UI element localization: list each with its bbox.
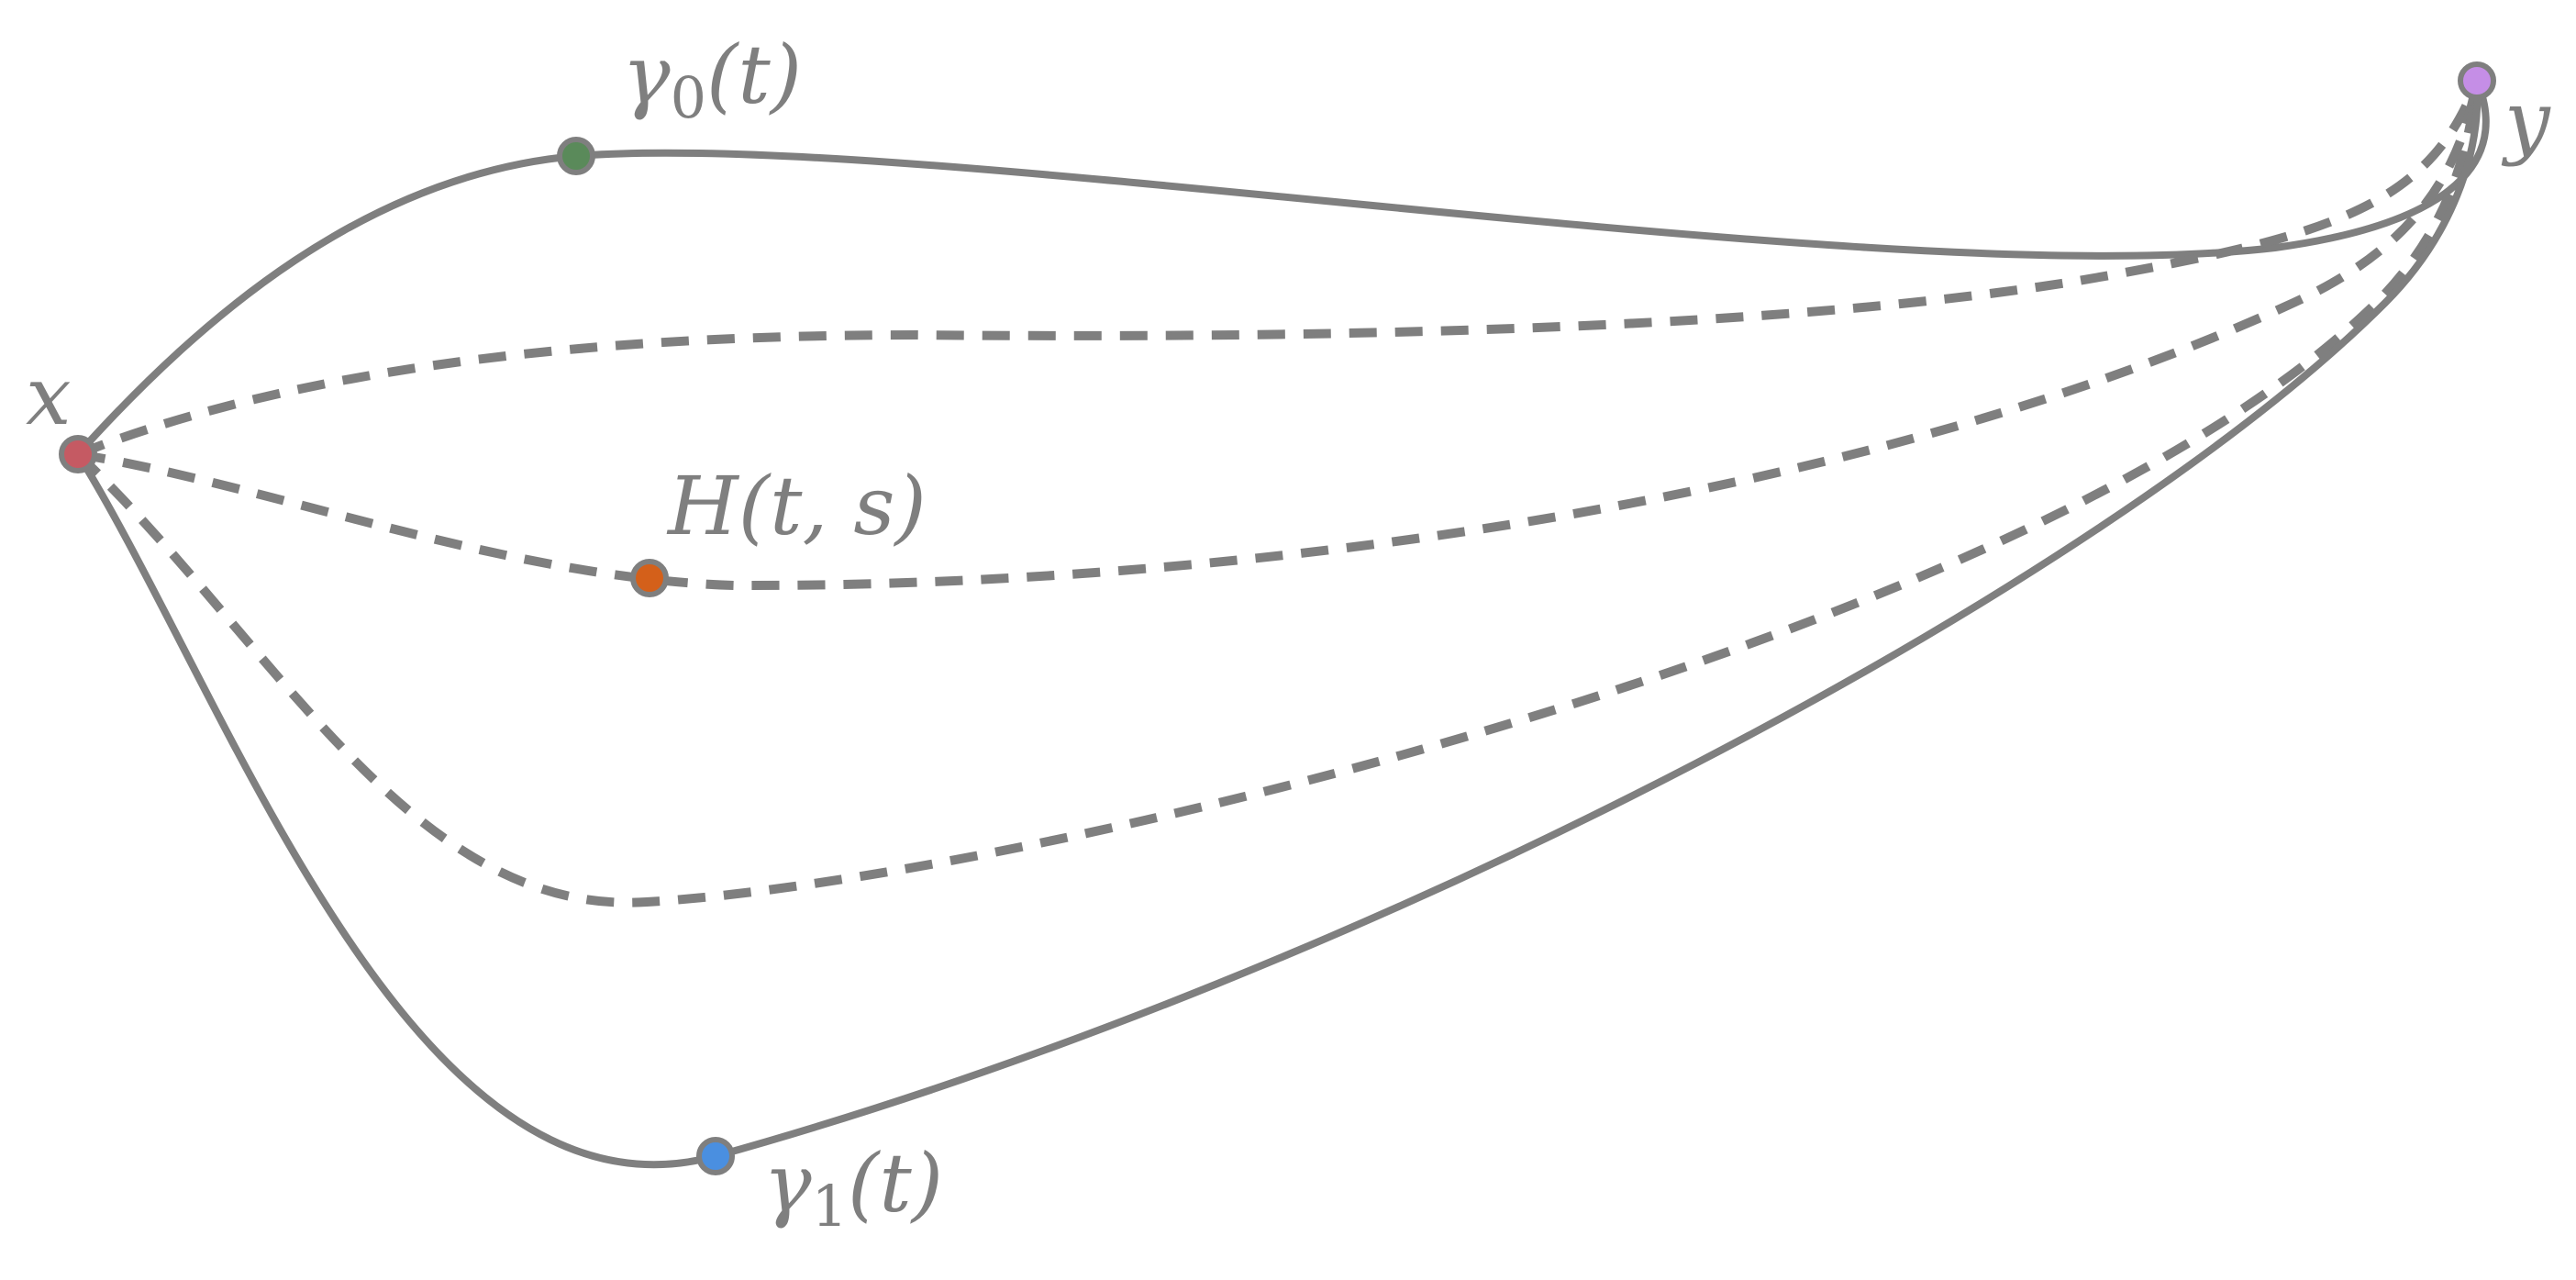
gamma0-label: γ0(t) — [622, 28, 802, 131]
y-point — [2458, 61, 2496, 100]
gamma1-label: γ1(t) — [763, 1136, 943, 1240]
gamma1-point — [696, 1137, 735, 1175]
gamma1-symbol: γ — [763, 1136, 812, 1230]
gamma0-subscript: 0 — [671, 64, 706, 131]
homotopy-curve-2 — [77, 80, 2482, 591]
gamma1-curve — [74, 77, 2482, 1168]
gamma1-argument: (t) — [848, 1136, 943, 1230]
gamma0-symbol: γ — [622, 28, 671, 122]
gamma0-curve — [74, 77, 2490, 458]
x-point — [59, 435, 97, 473]
homotopy-point — [630, 559, 669, 597]
y-label: y — [2501, 73, 2551, 168]
gamma1-subscript: 1 — [812, 1173, 848, 1240]
gamma0-argument: (t) — [706, 28, 802, 122]
homotopy-curve-1 — [76, 79, 2482, 459]
homotopy-label: H(t, s) — [666, 459, 927, 553]
homotopy-curve-3 — [74, 80, 2482, 907]
gamma0-point — [557, 137, 595, 175]
x-label: x — [26, 349, 72, 443]
